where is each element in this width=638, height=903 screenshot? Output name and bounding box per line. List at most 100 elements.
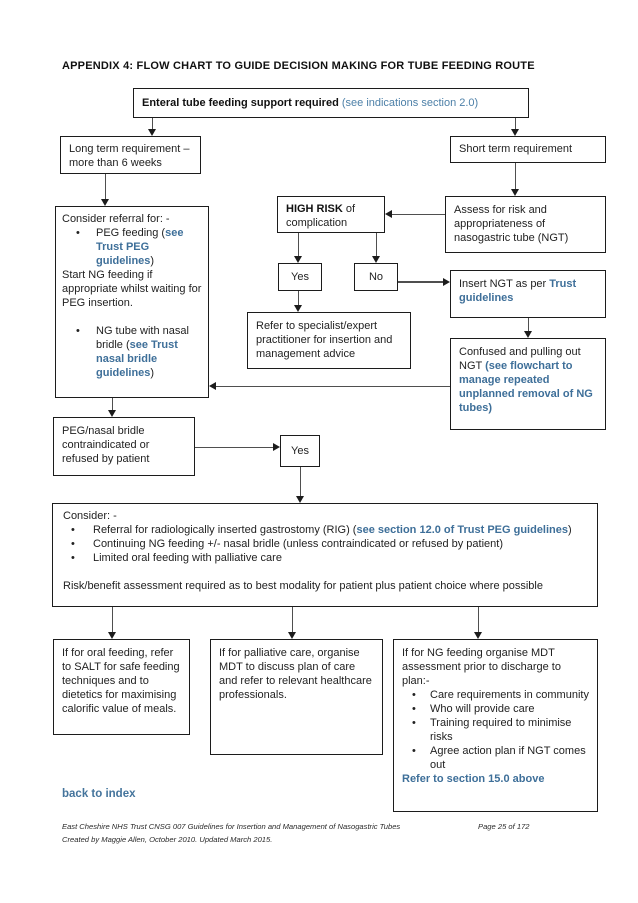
link-unplanned-removal-flowchart[interactable]: (see flowchart to manage repeated unplan… — [459, 360, 593, 414]
link-section-15[interactable]: Refer to section 15.0 above — [402, 773, 545, 785]
node-ng-discharge-plan: If for NG feeding organise MDT assessmen… — [393, 639, 598, 812]
arrow-no-to-insertngt-head — [443, 278, 450, 286]
node-oral-feeding-label: If for oral feeding, refer to SALT for s… — [62, 647, 180, 715]
bullet-rig-pre: Referral for radiologically inserted gas… — [93, 524, 357, 536]
arrow-insertngt-to-confused-line — [527, 318, 529, 332]
footer-line1-wrap: East Cheshire NHS Trust CNSG 007 Guideli… — [62, 820, 602, 833]
bullet-bridle-pre: NG tube with nasal bridle ( — [96, 325, 189, 351]
node-long-term: Long term requirement – more than 6 week… — [60, 136, 201, 174]
consider-options-bullet-ng: Continuing NG feeding +/- nasal bridle (… — [63, 537, 587, 551]
arrow-confused-to-referral-line — [215, 385, 450, 387]
footer-page-number: Page 25 of 172 — [478, 822, 530, 831]
node-enteral-support: Enteral tube feeding support required (s… — [133, 88, 529, 118]
ng-discharge-bullet-training: Training required to minimise risks — [402, 716, 589, 744]
node-oral-feeding: If for oral feeding, refer to SALT for s… — [53, 639, 190, 735]
arrow-referral-to-peg-line — [111, 398, 113, 411]
node-palliative-care: If for palliative care, organise MDT to … — [210, 639, 383, 755]
ng-discharge-bullet-plan: Agree action plan if NGT comes out — [402, 744, 589, 772]
spacer — [63, 565, 587, 579]
node-assess-risk: Assess for risk and appropriateness of n… — [445, 196, 606, 253]
arrow-peg-to-yes-line — [195, 446, 274, 448]
node-no-high-risk-label: No — [368, 271, 384, 283]
footer-created-info: Created by Maggie Allen, October 2010. U… — [62, 835, 273, 844]
node-confused-pre: Confused and pulling out NGT — [459, 346, 581, 372]
arrow-enteral-to-longterm-line — [151, 118, 153, 130]
arrow-peg-to-yes-head — [273, 443, 280, 451]
node-high-risk-line2: complication — [286, 217, 348, 229]
arrow-yes-to-specialist-head — [294, 305, 302, 312]
node-short-term-label: Short term requirement — [459, 143, 573, 155]
consider-options-bullet-rig: Referral for radiologically inserted gas… — [63, 523, 587, 537]
arrow-longterm-to-referral-head — [101, 199, 109, 206]
ng-discharge-bullet-who: Who will provide care — [402, 702, 589, 716]
page-title: APPENDIX 4: FLOW CHART TO GUIDE DECISION… — [62, 60, 535, 72]
node-yes-peg-refused-label: Yes — [291, 445, 309, 457]
arrow-options-to-ng-head — [474, 632, 482, 639]
arrow-referral-to-peg-head — [108, 410, 116, 417]
arrow-yes-to-options-line — [299, 467, 301, 497]
arrow-assess-to-highrisk-line — [391, 213, 445, 215]
arrow-highrisk-to-no-head — [372, 256, 380, 263]
consider-referral-intro: Consider referral for: - — [62, 213, 170, 225]
arrow-highrisk-to-no-line — [375, 233, 377, 257]
arrow-options-to-oral-head — [108, 632, 116, 639]
arrow-shortterm-to-assess-head — [511, 189, 519, 196]
bullet-peg-post: ) — [150, 255, 155, 267]
consider-referral-middle: Start NG feeding if appropriate whilst w… — [62, 269, 202, 309]
bullet-peg-pre: PEG feeding ( — [96, 227, 166, 239]
node-refer-specialist-label: Refer to specialist/expert practitioner … — [256, 320, 393, 360]
node-assess-risk-label: Assess for risk and appropriateness of n… — [454, 204, 569, 244]
node-yes-peg-refused: Yes — [280, 435, 320, 467]
arrow-insertngt-to-confused-head — [524, 331, 532, 338]
arrow-enteral-to-longterm-head — [148, 129, 156, 136]
consider-referral-bullet-bridle: NG tube with nasal bridle (see Trust nas… — [62, 324, 202, 380]
consider-options-bullet-oral: Limited oral feeding with palliative car… — [63, 551, 587, 565]
consider-options-intro: Consider: - — [63, 510, 117, 522]
bullet-rig-post: ) — [568, 524, 572, 536]
arrow-options-to-ng-line — [477, 607, 479, 633]
node-peg-contraindicated-label: PEG/nasal bridle contraindicated or refu… — [62, 425, 150, 465]
node-insert-ngt: Insert NGT as per Trust guidelines — [450, 270, 606, 318]
node-high-risk: HIGH RISK of complication — [277, 196, 385, 233]
footer: East Cheshire NHS Trust CNSG 007 Guideli… — [62, 820, 602, 846]
arrow-shortterm-to-assess-line — [514, 163, 516, 190]
arrow-options-to-oral-line — [111, 607, 113, 633]
arrow-highrisk-to-yes-line — [297, 233, 299, 257]
node-no-high-risk: No — [354, 263, 398, 291]
consider-referral-bullet-peg: PEG feeding (see Trust PEG guidelines) — [62, 226, 202, 268]
link-nasal-bridle-guidelines[interactable]: see Trust nasal bridle guidelines — [96, 339, 178, 379]
node-insert-ngt-pre: Insert NGT as per — [459, 278, 550, 290]
spacer — [62, 310, 202, 324]
ng-discharge-intro: If for NG feeding organise MDT assessmen… — [402, 647, 561, 687]
consider-options-risk-note: Risk/benefit assessment required as to b… — [63, 580, 543, 592]
node-short-term: Short term requirement — [450, 136, 606, 163]
bullet-bridle-post: ) — [150, 367, 155, 379]
arrow-yes-to-options-head — [296, 496, 304, 503]
arrow-yes-to-specialist-line — [297, 291, 299, 306]
node-high-risk-rest: of — [342, 203, 356, 215]
arrow-options-to-palliative-head — [288, 632, 296, 639]
node-enteral-support-label: Enteral tube feeding support required — [142, 97, 339, 109]
node-high-risk-bold: HIGH RISK — [286, 203, 343, 215]
link-indications-section[interactable]: (see indications section 2.0) — [341, 97, 479, 109]
link-section-12-trust-peg[interactable]: see section 12.0 of Trust PEG guidelines — [356, 524, 568, 536]
arrow-enteral-to-shortterm-head — [511, 129, 519, 136]
node-consider-options: Consider: - Referral for radiologically … — [52, 503, 598, 607]
back-to-index-link[interactable]: back to index — [62, 788, 136, 800]
node-confused-pulling: Confused and pulling out NGT (see flowch… — [450, 338, 606, 430]
arrow-enteral-to-shortterm-line — [514, 118, 516, 130]
link-trust-guidelines[interactable]: Trust guidelines — [459, 278, 577, 304]
arrow-longterm-to-referral-line — [104, 174, 106, 200]
node-peg-contraindicated: PEG/nasal bridle contraindicated or refu… — [53, 417, 195, 476]
ng-discharge-bullet-care: Care requirements in community — [402, 688, 589, 702]
node-consider-referral: Consider referral for: - PEG feeding (se… — [55, 206, 209, 398]
link-trust-peg-guidelines[interactable]: see Trust PEG guidelines — [96, 227, 184, 267]
node-long-term-label: Long term requirement – more than 6 week… — [69, 143, 190, 169]
footer-doc-info: East Cheshire NHS Trust CNSG 007 Guideli… — [62, 822, 401, 831]
node-yes-high-risk: Yes — [278, 263, 322, 291]
arrow-options-to-palliative-line — [291, 607, 293, 633]
arrow-highrisk-to-yes-head — [294, 256, 302, 263]
arrow-no-to-insertngt-line — [398, 281, 444, 283]
node-palliative-care-label: If for palliative care, organise MDT to … — [219, 647, 372, 701]
